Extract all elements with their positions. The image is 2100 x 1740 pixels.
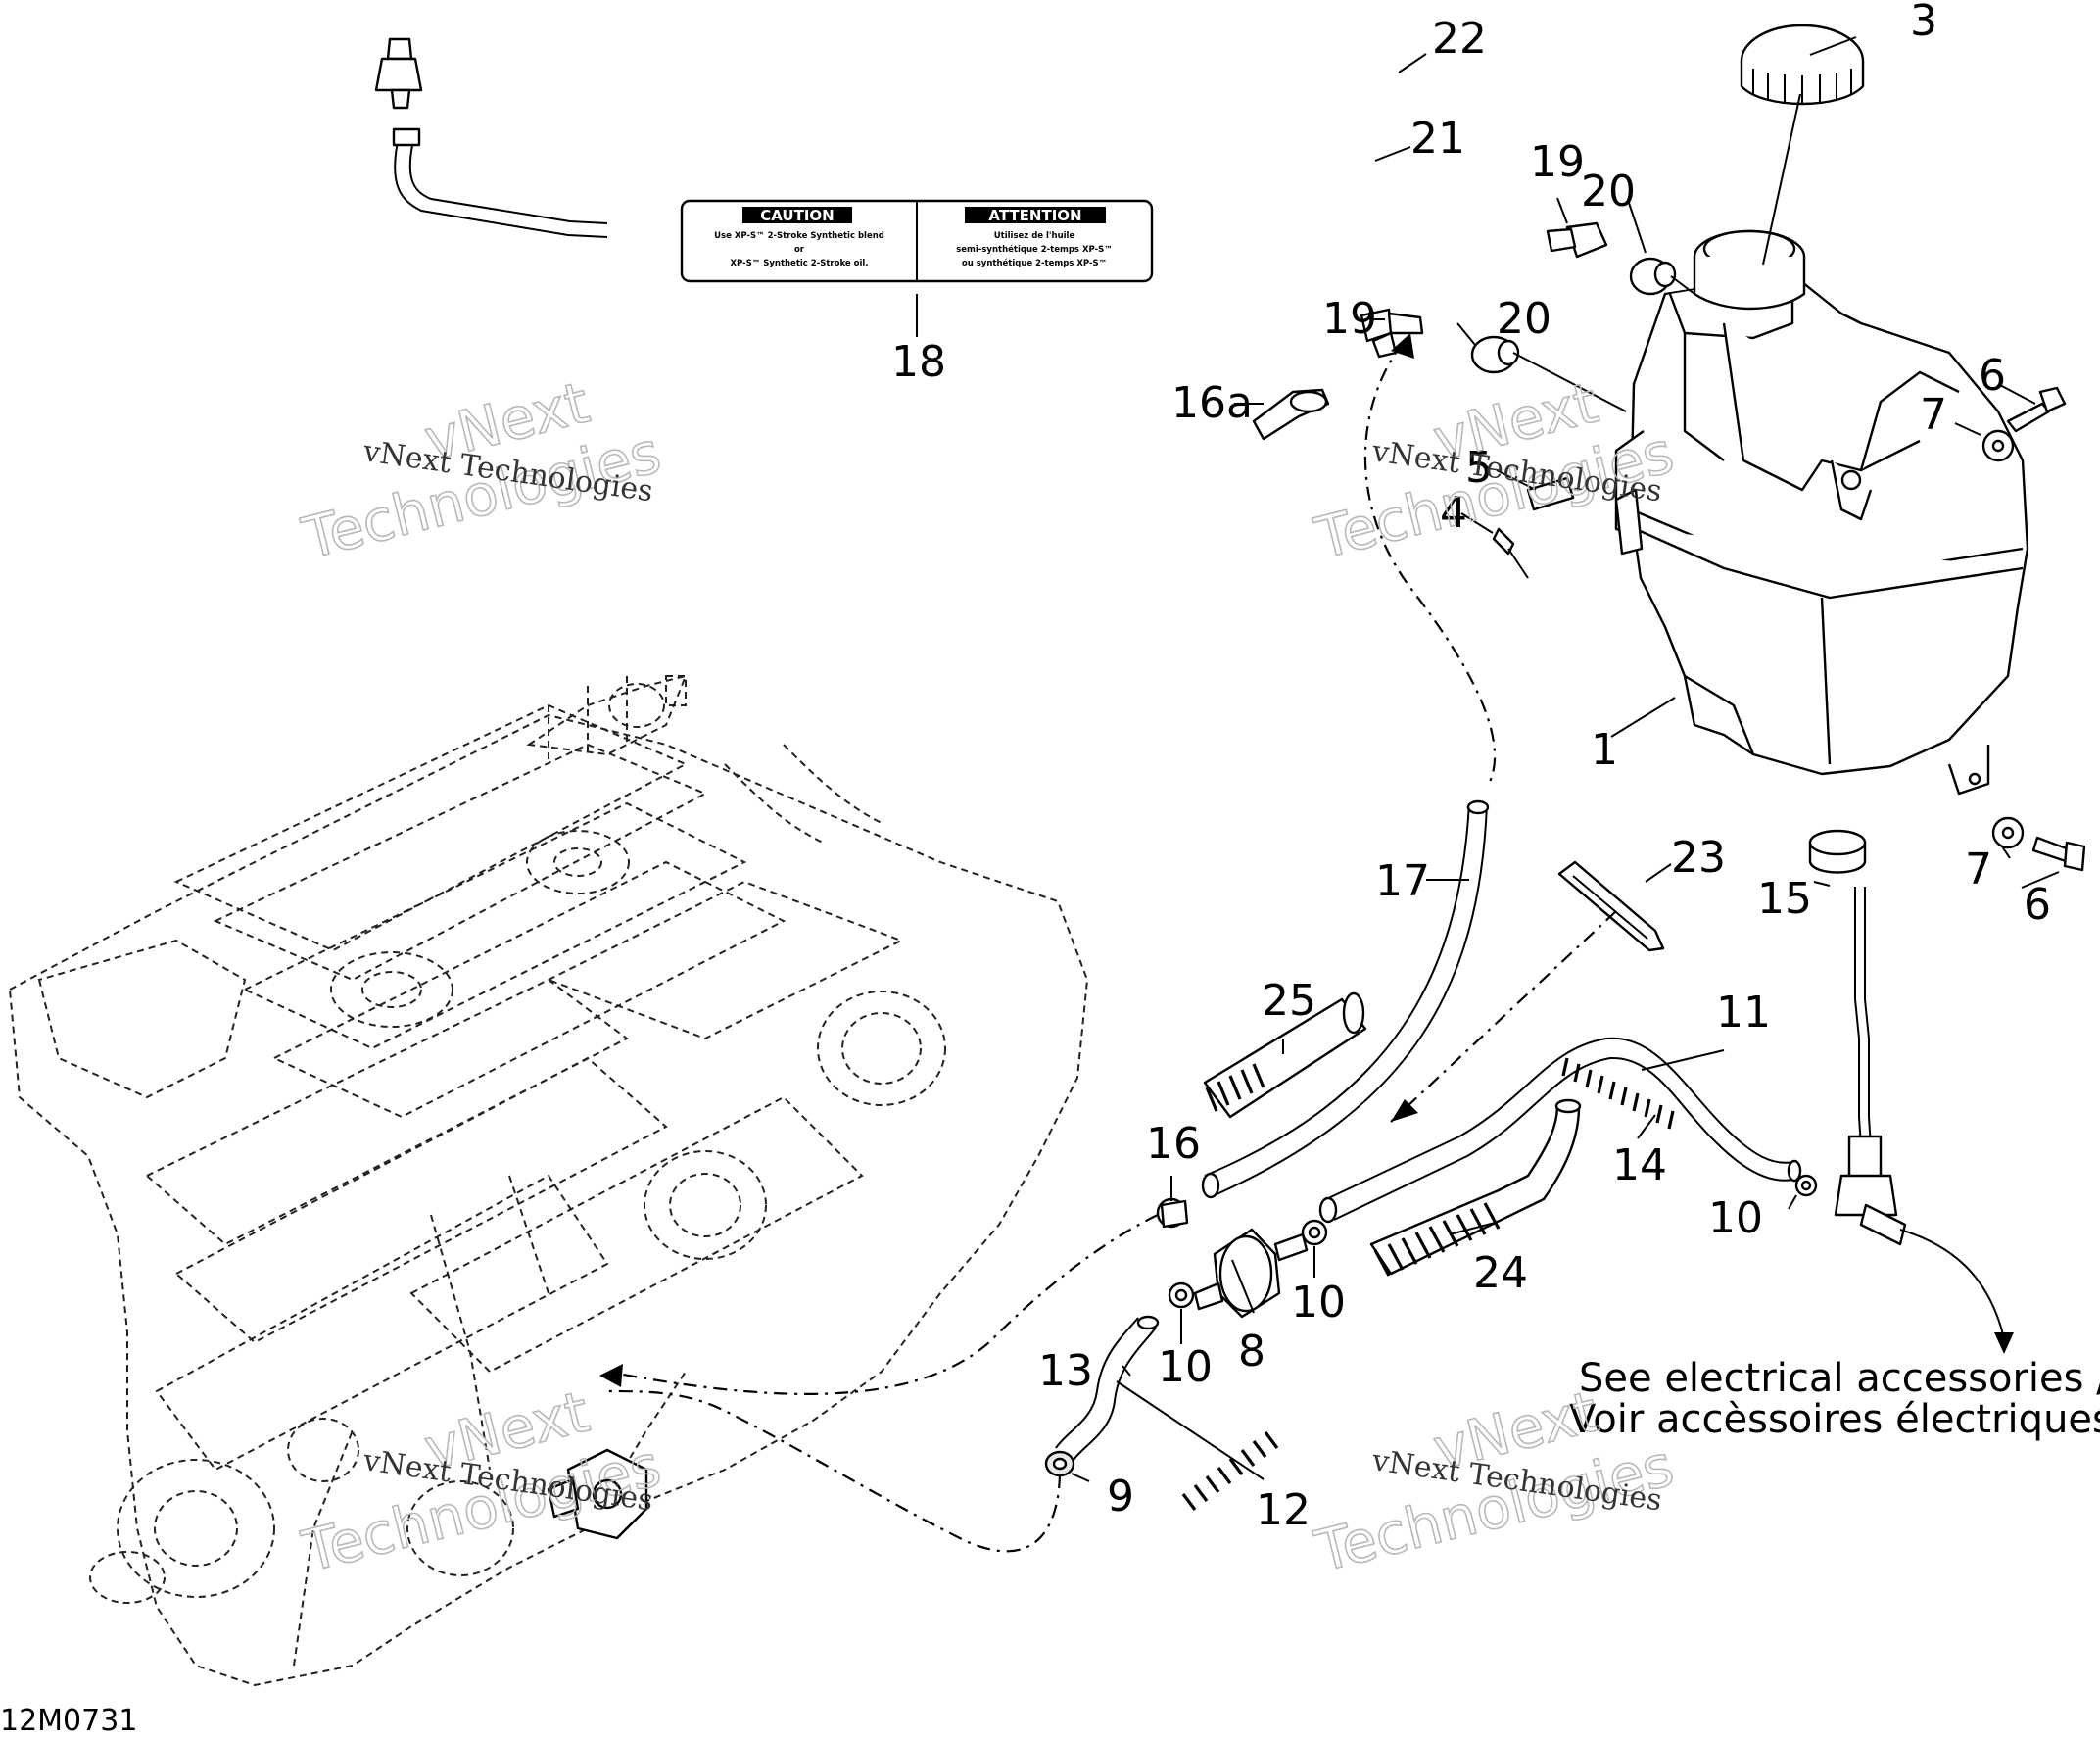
hose-route-line: [1390, 910, 1617, 1123]
callout-6-top: 6: [1979, 351, 2006, 401]
callout-numbers: 1 3 4 5 6 6 7 7 8 9 10 10 10 11 12 13 14…: [891, 0, 2051, 1535]
clamp-10-c: [1794, 1174, 1818, 1197]
vent-leaders: [1512, 275, 1695, 412]
spring-14: [1561, 1057, 1675, 1130]
bolt-6-top: [2006, 386, 2067, 433]
bracket-23: [1557, 860, 1665, 952]
cable-tie-16a: [1252, 388, 1330, 441]
callout-7-bottom: 7: [1965, 845, 1992, 894]
hose-route-arrow: [1391, 1099, 1418, 1122]
tank-cap: [1740, 24, 1865, 266]
callout-9: 9: [1107, 1472, 1134, 1522]
callout-10-b: 10: [1158, 1342, 1213, 1392]
callout-15: 15: [1757, 874, 1812, 924]
callout-17: 17: [1375, 856, 1430, 906]
callout-20-top: 20: [1581, 167, 1636, 217]
callout-18: 18: [891, 337, 946, 387]
decal-right-line2: semi-synthétique 2-temps XP-S™: [956, 244, 1113, 255]
callout-10-c: 10: [1708, 1193, 1763, 1243]
bolt-6-bottom: [2031, 836, 2086, 872]
diagram-code: 12M0731: [0, 1704, 137, 1738]
callout-16: 16: [1146, 1119, 1201, 1169]
fitting-19-top: [1546, 221, 1608, 259]
decal-left-line3: XP-S™ Synthetic 2-Stroke oil.: [730, 259, 868, 268]
decal-left-line2: or: [794, 245, 805, 255]
grommet-20-top: [1629, 257, 1677, 296]
callout-19-top: 19: [1530, 137, 1585, 187]
fitting-19-mid: [1360, 308, 1424, 359]
note-line-1: See electrical accessories /: [1579, 1356, 2100, 1401]
decal-left-title-bg: [742, 207, 852, 223]
hose-13: [1055, 1315, 1160, 1461]
callout-5: 5: [1465, 443, 1493, 493]
level-sensor: [1834, 887, 2014, 1354]
hose-24: [1369, 1098, 1582, 1277]
callout-12: 12: [1256, 1485, 1311, 1535]
vent-hose-21: [392, 127, 608, 238]
callout-4: 4: [1440, 488, 1467, 538]
washer-7-top: [1981, 429, 2015, 462]
washer-7-bottom: [1991, 816, 2025, 849]
callout-19-mid: 19: [1322, 294, 1377, 344]
vent-check-valve-22: [374, 37, 423, 110]
grommet-20-mid: [1470, 335, 1520, 374]
callout-20-mid: 20: [1497, 294, 1551, 344]
filter-8: [1193, 1228, 1309, 1319]
note-line-2: Voir accèssoires électriques: [1569, 1397, 2100, 1442]
feed-route-arrow: [599, 1364, 623, 1387]
callout-3: 3: [1910, 0, 1937, 46]
oil-pump: [547, 1448, 648, 1540]
decal-left-title: CAUTION: [760, 207, 834, 224]
caution-decal: CAUTION ATTENTION Use XP-S™ 2-Stroke Syn…: [680, 199, 1154, 337]
oil-tank: [1614, 229, 2029, 796]
clip-5: [1526, 476, 1644, 556]
callout-22: 22: [1432, 14, 1487, 64]
hose-17: [1201, 799, 1490, 1199]
callout-11: 11: [1716, 988, 1771, 1038]
sleeve-25: [1203, 991, 1367, 1119]
decal-right-title: ATTENTION: [988, 207, 1081, 224]
watermark-bottom-left: vNext Technologies vNext Technologies: [295, 1378, 668, 1586]
clamp-10-b: [1168, 1281, 1195, 1309]
decal-right-line1: Utilisez de l'huile: [994, 231, 1075, 241]
callout-10-a: 10: [1291, 1278, 1346, 1328]
callout-1: 1: [1591, 725, 1618, 775]
vent-route-line: [1363, 342, 1497, 785]
decal-right-line3: ou synthétique 2-temps XP-S™: [962, 258, 1107, 268]
clamp-10-a: [1301, 1219, 1328, 1246]
callout-8: 8: [1238, 1327, 1265, 1377]
callout-7-top: 7: [1920, 390, 1947, 440]
callout-13: 13: [1038, 1346, 1093, 1396]
callout-23: 23: [1671, 833, 1726, 883]
callout-6-bottom: 6: [2024, 880, 2051, 930]
clamp-9: [1044, 1450, 1075, 1477]
engine-outline: [8, 674, 1089, 1687]
callout-14: 14: [1612, 1140, 1667, 1190]
grommet-15: [1808, 829, 1867, 874]
decal-right-title-bg: [965, 207, 1106, 223]
callout-21: 21: [1410, 114, 1465, 164]
screw-4: [1492, 527, 1529, 579]
callout-16a: 16a: [1171, 378, 1253, 428]
watermark-top-left: vNext Technologies vNext Technologies: [295, 368, 668, 573]
callout-25: 25: [1262, 976, 1316, 1026]
feed-route-line: [606, 1389, 1062, 1553]
clamp-16: [1156, 1197, 1189, 1229]
vent-route-arrow: [1391, 333, 1414, 359]
leader-lines: [1071, 36, 2060, 1482]
callout-24: 24: [1473, 1248, 1528, 1298]
decal-left-line1: Use XP-S™ 2-Stroke Synthetic blend: [714, 231, 884, 241]
spring-12: [1181, 1431, 1279, 1511]
